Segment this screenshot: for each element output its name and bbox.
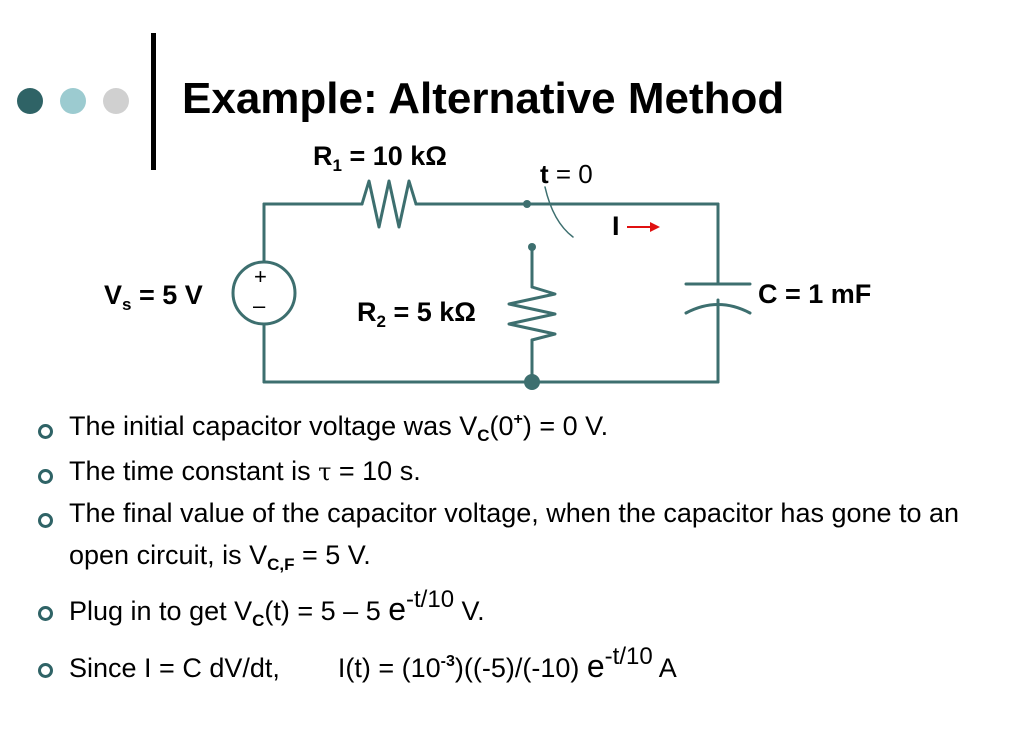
r2-label: R2 = 5 kΩ: [357, 297, 476, 331]
circuit-diagram: [231, 179, 752, 390]
bullet-initial-voltage: The initial capacitor voltage was VC(0+)…: [38, 404, 1008, 449]
bullet-list: The initial capacitor voltage was VC(0+)…: [38, 404, 1008, 696]
source-plus: +: [254, 264, 267, 289]
decor-dot-gray: [103, 88, 129, 114]
title-divider: [151, 33, 156, 170]
vs-label: Vs = 5 V: [104, 280, 203, 314]
resistor-r2: [507, 285, 557, 342]
junction-node: [524, 374, 540, 390]
switch-contact-lower: [528, 243, 536, 251]
bullet-circle-icon: [38, 663, 53, 679]
bullet-plug-in: Plug in to get VC(t) = 5 – 5 e-t/10 V.: [38, 581, 1008, 639]
switch-arc: [544, 186, 574, 238]
bullet-time-constant: The time constant is τ = 10 s.: [38, 449, 1008, 494]
capacitor-label: C = 1 mF: [758, 279, 872, 309]
switch-time-label: t = 0: [540, 159, 593, 189]
current-arrow: [627, 222, 660, 232]
resistor-r1: [360, 179, 418, 229]
bullet-current: Since I = C dV/dt,I(t) = (10-3)((-5)/(-1…: [38, 638, 1008, 696]
current-label: I: [612, 211, 620, 241]
bullet-circle-icon: [38, 513, 53, 529]
r1-label: R1 = 10 kΩ: [313, 141, 447, 175]
switch-contact: [523, 200, 531, 208]
bullet-circle-icon: [38, 468, 53, 484]
decor-dot-light: [60, 88, 86, 114]
bullet-final-value: The final value of the capacitor voltage…: [38, 493, 1008, 581]
source-minus: –: [253, 293, 266, 318]
decor-dot-dark: [17, 88, 43, 114]
bullet-circle-icon: [38, 424, 53, 439]
page-title: Example: Alternative Method: [182, 74, 785, 123]
bullet-circle-icon: [38, 605, 53, 621]
